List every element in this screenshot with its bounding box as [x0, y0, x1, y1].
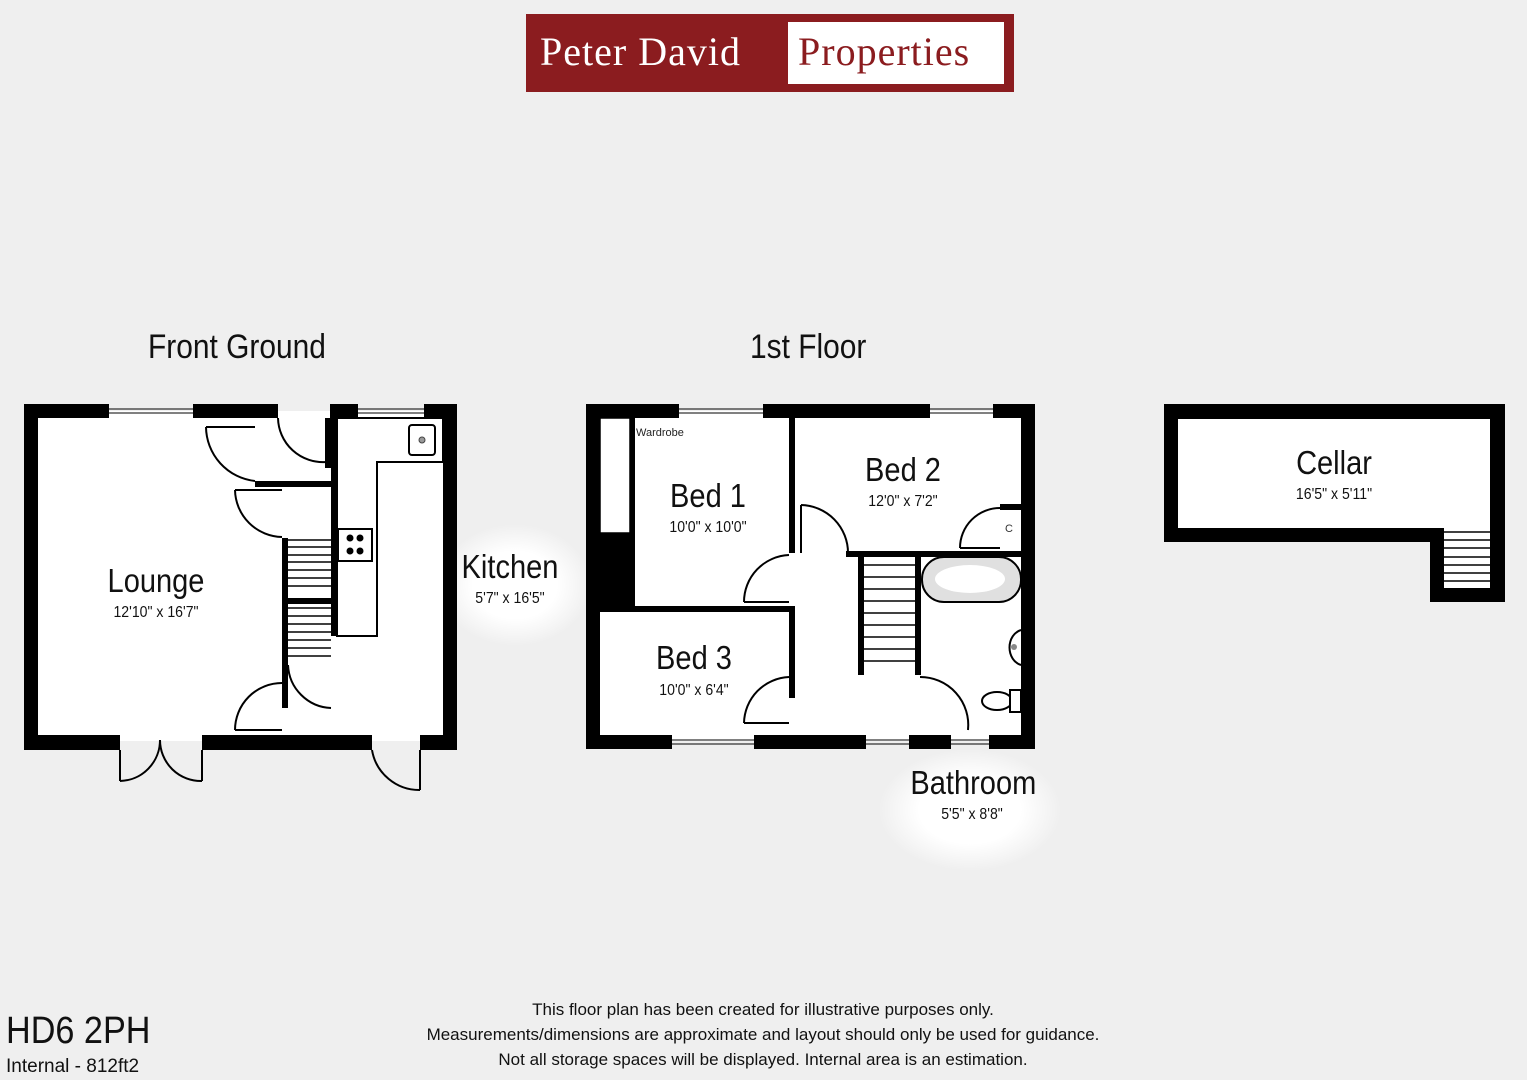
- kitchen-label-glow: [440, 525, 590, 645]
- room-name-bed-2: Bed 2: [865, 451, 941, 488]
- ground-floor-plan: [24, 404, 457, 792]
- closet-label: C: [1005, 523, 1013, 535]
- first-floor-plan: [586, 404, 1035, 749]
- room-name-bed-3: Bed 3: [656, 639, 732, 676]
- cellar-plan: [1164, 404, 1505, 602]
- brand-name-part2: Properties: [798, 29, 971, 74]
- room-dim-cellar: 16'5" x 5'11": [1295, 486, 1373, 503]
- disclaimer-line-2: Measurements/dimensions are approximate …: [426, 1025, 1100, 1044]
- room-name-lounge: Lounge: [107, 562, 205, 599]
- room-dim-bed-2: 12'0" x 7'2": [868, 493, 938, 510]
- brand-logo: Peter David Properties: [526, 14, 1014, 92]
- internal-area: Internal - 812ft2: [6, 1056, 140, 1077]
- room-name-bathroom: Bathroom: [910, 764, 1037, 801]
- disclaimer: This floor plan has been created for ill…: [392, 997, 1134, 1072]
- room-dim-bed-1: 10'0" x 10'0": [669, 519, 747, 536]
- room-dim-kitchen: 5'7" x 16'5": [475, 590, 545, 607]
- floor-title-ground: Front Ground: [148, 328, 326, 366]
- room-dim-lounge: 12'10" x 16'7": [113, 604, 199, 621]
- room-name-bed-1: Bed 1: [670, 477, 746, 514]
- floor-title-first: 1st Floor: [750, 328, 867, 366]
- brand-name-part1: Peter David: [540, 29, 741, 74]
- disclaimer-line-1: This floor plan has been created for ill…: [532, 1000, 994, 1019]
- disclaimer-line-3: Not all storage spaces will be displayed…: [498, 1050, 1028, 1069]
- room-dim-bathroom: 5'5" x 8'8": [941, 806, 1003, 823]
- bathroom-label-glow: [880, 750, 1060, 870]
- brand-name-box: Properties: [788, 22, 1004, 84]
- room-dim-bed-3: 10'0" x 6'4": [659, 682, 729, 699]
- postcode: HD6 2PH: [6, 1010, 151, 1052]
- room-name-cellar: Cellar: [1296, 444, 1372, 481]
- room-name-kitchen: Kitchen: [461, 548, 559, 585]
- wardrobe-label: Wardrobe: [636, 427, 684, 439]
